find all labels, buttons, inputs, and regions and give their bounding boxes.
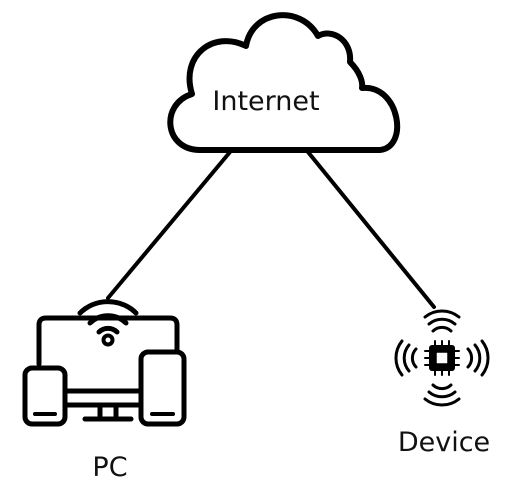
wireless-chip-icon	[394, 309, 490, 407]
edge-internet-device	[306, 150, 436, 309]
phone-right-icon	[138, 349, 187, 427]
pc-label: PC	[92, 452, 128, 483]
waves-left-icon	[394, 339, 418, 377]
cloud-icon	[167, 12, 401, 153]
device-label: Device	[397, 427, 491, 458]
internet-label: Internet	[212, 86, 320, 117]
connected-devices-icon	[22, 299, 187, 427]
waves-right-icon	[466, 339, 490, 377]
chip-icon	[424, 340, 460, 376]
edge-internet-pc	[106, 150, 232, 300]
wifi-icon	[77, 299, 139, 347]
waves-top-icon	[423, 309, 461, 333]
monitor-icon	[36, 315, 180, 422]
waves-bottom-icon	[423, 383, 461, 407]
phone-left-icon	[22, 365, 68, 427]
